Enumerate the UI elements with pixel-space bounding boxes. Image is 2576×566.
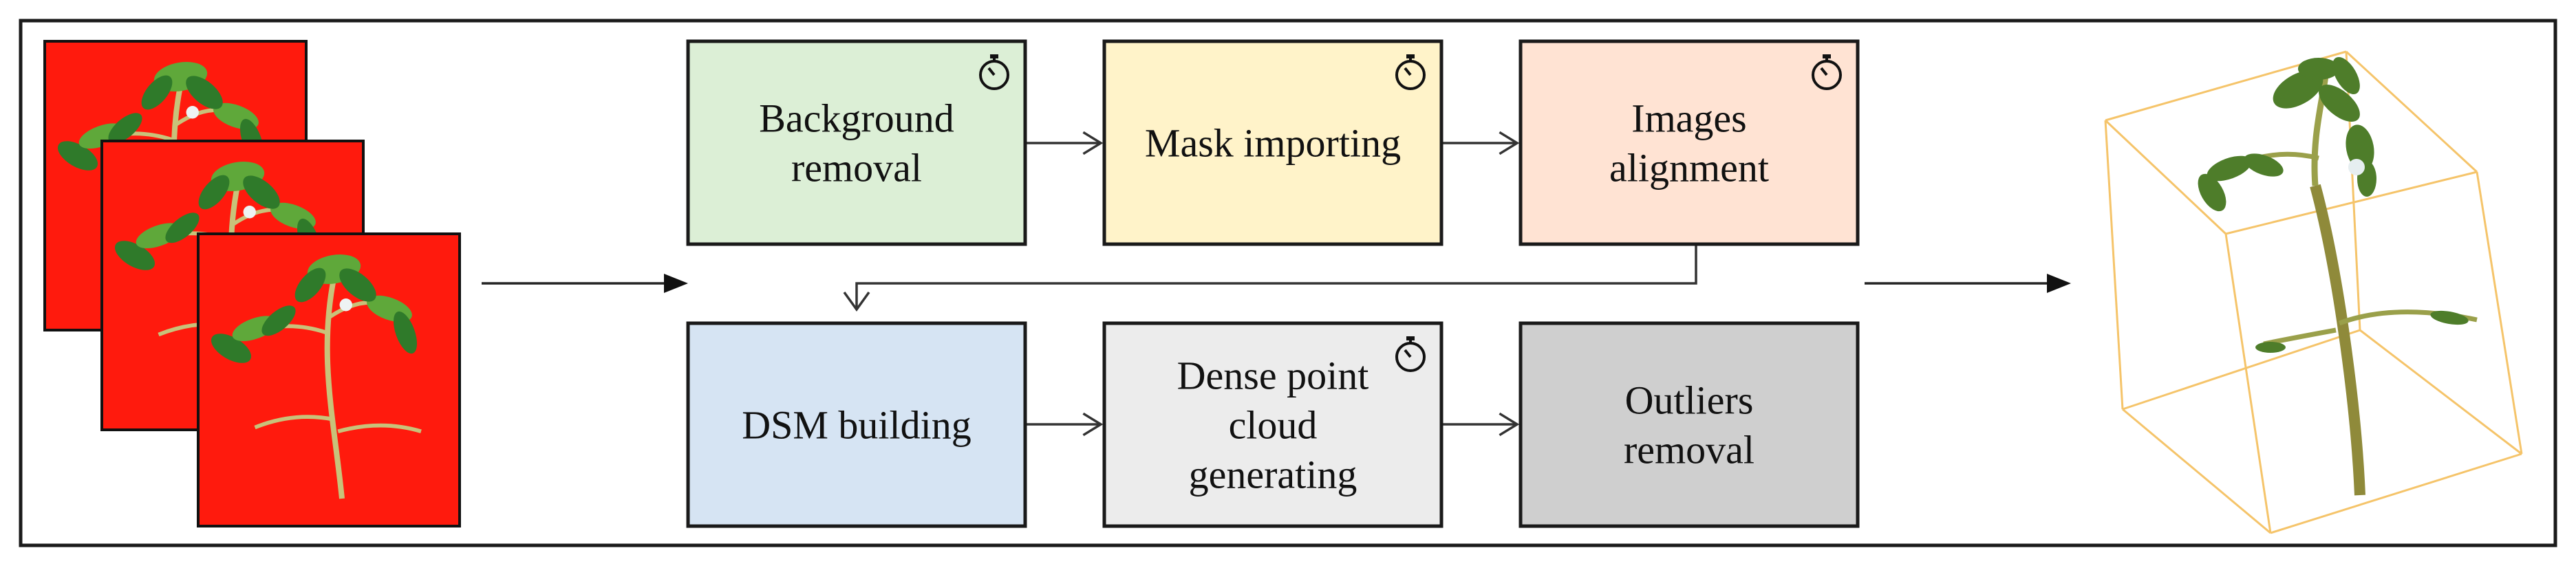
outliers-removal-box: Outliers removal bbox=[1518, 321, 1860, 528]
dense-point-cloud-generating-label-line: Dense point bbox=[1177, 353, 1369, 398]
leaf bbox=[2298, 58, 2339, 80]
outliers-removal-box-bg bbox=[1518, 321, 1860, 528]
leaf bbox=[108, 113, 142, 144]
plant-drawing bbox=[211, 254, 422, 499]
images-alignment-label-line: alignment bbox=[1609, 146, 1769, 191]
dense-point-cloud-generating-box-bg bbox=[1102, 321, 1443, 528]
output-3d-model bbox=[2104, 50, 2523, 534]
leaf bbox=[165, 213, 200, 243]
leaf bbox=[2255, 342, 2286, 353]
plant-3d-model bbox=[2198, 56, 2478, 496]
mask-importing-box-bg bbox=[1102, 39, 1443, 246]
process-steps: Background removal Mask importing Images ali… bbox=[686, 39, 1860, 528]
leaf bbox=[198, 175, 230, 210]
leaf bbox=[2244, 153, 2284, 177]
dsm-building-label-line: DSM building bbox=[742, 403, 972, 448]
outer-frame bbox=[19, 19, 2557, 547]
leaf bbox=[2430, 310, 2469, 325]
stopwatch-icon bbox=[1395, 336, 1426, 372]
stopwatch-icon bbox=[979, 54, 1009, 90]
dsm-building-box-bg bbox=[686, 321, 1027, 528]
input-photo-stack bbox=[43, 40, 461, 527]
marker-dot bbox=[339, 298, 352, 312]
background-removal-box: Background removal bbox=[686, 39, 1027, 246]
leaf bbox=[186, 76, 223, 109]
dense-point-cloud-generating-label-line: generating bbox=[1189, 453, 1357, 497]
arrow-mask-to-align bbox=[1441, 131, 1520, 155]
images-alignment-label-line: Images bbox=[1631, 96, 1747, 141]
background-removal-label-line: Background bbox=[759, 96, 954, 141]
background-removal-label-line: removal bbox=[791, 146, 922, 191]
leaf bbox=[57, 141, 98, 171]
arrow-bg-to-mask bbox=[1025, 131, 1104, 155]
mask-importing-label-line: Mask importing bbox=[1145, 121, 1401, 166]
leaf bbox=[2319, 85, 2360, 122]
mask-importing-box: Mask importing bbox=[1102, 39, 1443, 246]
leaf bbox=[2346, 124, 2374, 171]
arrow-dsm-to-dense bbox=[1025, 412, 1104, 437]
marker-dot bbox=[186, 106, 199, 119]
leaf bbox=[2273, 70, 2323, 109]
input-photo bbox=[197, 232, 461, 527]
arrow-dense-to-outliers bbox=[1441, 412, 1520, 437]
marker-dot bbox=[243, 206, 256, 219]
leaf bbox=[2198, 173, 2226, 212]
marker-dot bbox=[2348, 159, 2365, 175]
plant-drawing bbox=[57, 62, 268, 307]
stopwatch-icon bbox=[1812, 54, 1842, 90]
images-alignment-box: Images alignment bbox=[1518, 39, 1860, 246]
dense-point-cloud-generating-box: Dense point cloud generating bbox=[1102, 321, 1443, 528]
arrow-input-to-pipeline bbox=[482, 274, 688, 293]
dsm-building-box: DSM building bbox=[686, 321, 1027, 528]
leaf bbox=[114, 241, 155, 270]
flow-arrows bbox=[482, 131, 2071, 437]
leaf bbox=[294, 268, 326, 303]
arrow-pipeline-to-output bbox=[1865, 274, 2071, 293]
outliers-removal-label-line: removal bbox=[1624, 428, 1754, 472]
leaf bbox=[243, 175, 280, 209]
dense-point-cloud-generating-label-line: cloud bbox=[1229, 403, 1318, 448]
leaf bbox=[339, 268, 376, 302]
background-removal-box-bg bbox=[686, 39, 1027, 246]
leaf bbox=[261, 305, 296, 336]
leaf bbox=[141, 75, 173, 110]
outliers-removal-label-line: Outliers bbox=[1625, 378, 1754, 423]
images-alignment-box-bg bbox=[1518, 39, 1860, 246]
bounding-box bbox=[2104, 50, 2523, 534]
leaf bbox=[2207, 155, 2252, 182]
leaf bbox=[393, 311, 418, 354]
stopwatch-icon bbox=[1395, 54, 1426, 90]
leaf bbox=[2332, 56, 2360, 95]
arrow-align-to-dsm bbox=[843, 244, 1697, 312]
leaf bbox=[211, 334, 252, 363]
